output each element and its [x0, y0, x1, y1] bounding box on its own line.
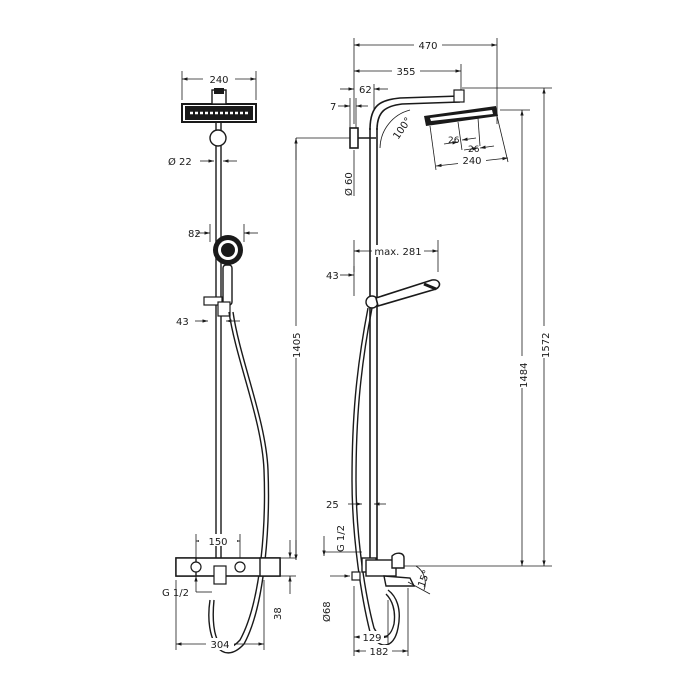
front-holder-offset-label: 43: [176, 317, 189, 328]
side-spout-a-label: 129: [362, 633, 381, 644]
side-view: 470 355 62 7 Ø 60: [290, 38, 552, 658]
side-flange-diameter-label: Ø 60: [343, 172, 355, 196]
front-valve-spacing-label: 150: [208, 537, 227, 548]
front-head-width-label: 240: [209, 75, 228, 86]
side-head-width-label: 240: [462, 156, 481, 167]
front-handshower-width-label: 82: [188, 229, 201, 240]
front-valve-height-label: 38: [273, 607, 284, 620]
side-nozzle-a-label: 26: [448, 136, 460, 146]
side-total-projection-label: 470: [418, 41, 437, 52]
front-valve-width-label: 304: [210, 640, 229, 651]
side-spout-angle-label: 15°: [416, 569, 432, 589]
front-thread-label: G 1/2: [162, 588, 189, 599]
front-pipe-diameter-label: Ø 22: [168, 156, 192, 168]
side-handshower-reach-label: max. 281: [374, 247, 421, 258]
front-overhead-shower: [181, 88, 257, 123]
side-wall-flange-label: 62: [359, 85, 372, 96]
side-head-angle-label: 100°: [391, 116, 414, 142]
side-arm-projection-label: 355: [396, 67, 415, 78]
front-view: 240 Ø 22 82: [162, 71, 296, 654]
side-nozzle-b-label: 26: [468, 145, 480, 155]
front-thermostat: [175, 557, 281, 585]
side-thermostat: [351, 552, 416, 587]
side-overall-height-label: 1572: [541, 333, 552, 358]
side-spout-diameter-label: Ø68: [321, 601, 333, 622]
side-spout-b-label: 182: [369, 647, 388, 658]
front-hand-shower: [203, 235, 243, 317]
side-holder-offset-label: 43: [326, 271, 339, 282]
side-riser-height-label: 1405: [292, 333, 303, 358]
side-pipe-offset-label: 25: [326, 500, 339, 511]
side-total-height-label: 1484: [519, 363, 530, 388]
side-flange-depth-label: 7: [330, 102, 336, 113]
side-thread-label: G 1/2: [336, 525, 347, 552]
side-overhead-shower: [424, 89, 498, 126]
